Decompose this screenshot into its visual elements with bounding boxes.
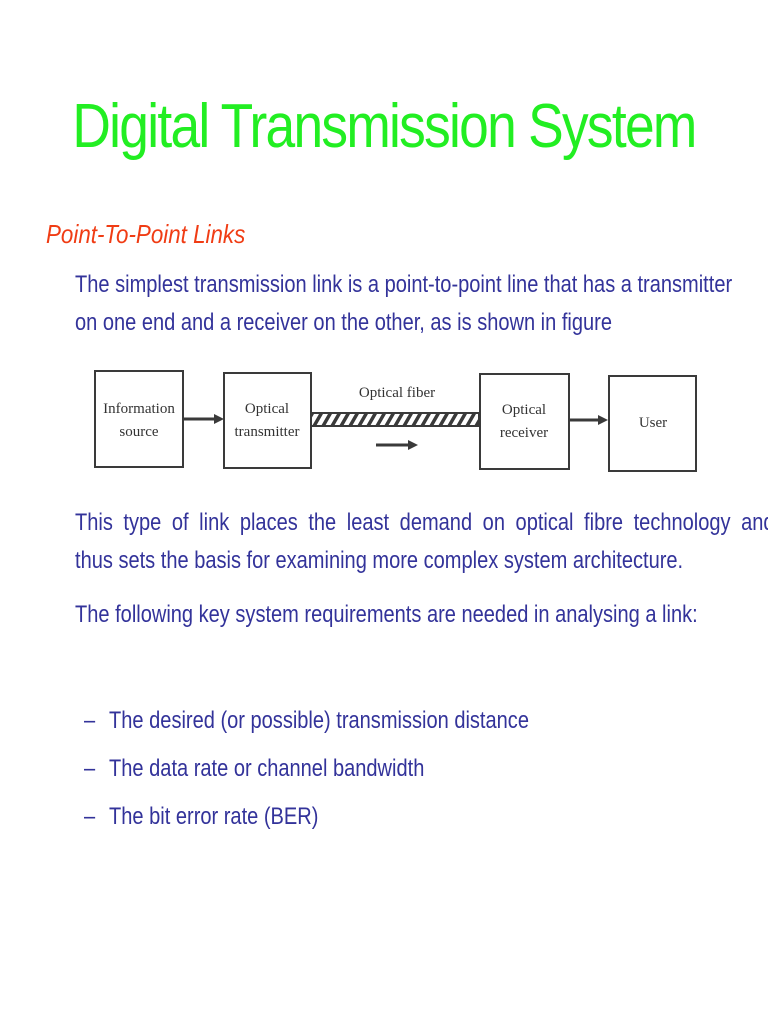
section-heading: Point-To-Point Links — [46, 219, 246, 249]
intro-paragraph: The simplest transmission link is a poin… — [75, 266, 732, 342]
block-optical-receiver: Optical receiver — [479, 373, 570, 470]
arrow-icon — [183, 414, 224, 424]
dash-bullet-icon: – — [84, 803, 96, 830]
body-line-2: thus sets the basis for examining more c… — [75, 547, 684, 574]
dash-bullet-icon: – — [84, 755, 96, 782]
list-item: –The desired (or possible) transmission … — [84, 697, 529, 745]
list-item-text: The desired (or possible) transmission d… — [109, 707, 529, 734]
svg-text:source: source — [119, 424, 158, 440]
list-item-text: The bit error rate (BER) — [109, 803, 319, 830]
svg-text:receiver: receiver — [500, 425, 548, 441]
svg-text:transmitter: transmitter — [235, 424, 300, 440]
optical-fiber: Optical fiber — [310, 385, 480, 427]
list-item: –The data rate or channel bandwidth — [84, 745, 529, 793]
svg-text:Optical: Optical — [245, 401, 289, 417]
list-item-text: The data rate or channel bandwidth — [109, 755, 425, 782]
svg-text:Optical: Optical — [502, 402, 546, 418]
block-information-source: Information source — [94, 370, 184, 468]
svg-text:Information: Information — [103, 401, 175, 417]
body-line-1: This type of link places the least deman… — [75, 509, 768, 536]
block-user: User — [608, 375, 697, 472]
requirements-list: –The desired (or possible) transmission … — [84, 697, 529, 841]
body-paragraph: This type of link places the least deman… — [75, 504, 768, 580]
intro-line-1: The simplest transmission link is a poin… — [75, 271, 733, 298]
list-item: –The bit error rate (BER) — [84, 793, 529, 841]
dash-bullet-icon: – — [84, 707, 96, 734]
direction-arrow-icon — [376, 440, 418, 450]
page-title: Digital Transmission System — [72, 92, 697, 161]
svg-text:User: User — [639, 415, 667, 431]
arrow-icon — [569, 415, 608, 425]
requirements-intro: The following key system requirements ar… — [75, 601, 698, 628]
fiber-label: Optical fiber — [359, 385, 435, 401]
intro-line-2: on one end and a receiver on the other, … — [75, 309, 612, 336]
block-optical-transmitter: Optical transmitter — [223, 372, 312, 469]
